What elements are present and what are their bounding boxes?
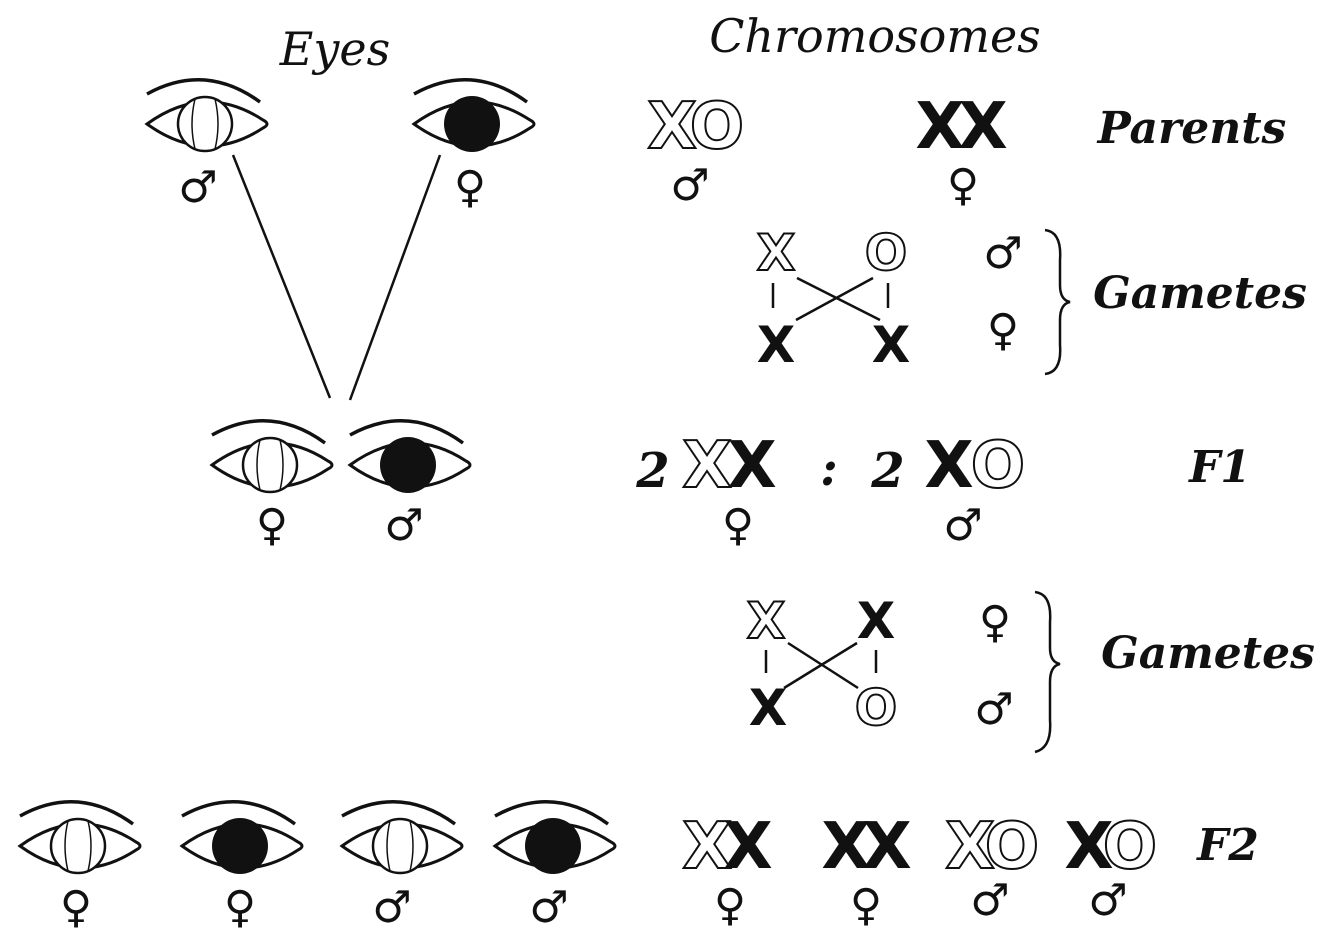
f2-2-chrom-x-red-1: X: [821, 810, 870, 884]
f2-4-chrom-o: O: [1103, 810, 1157, 884]
f1-ratio-separator: :: [820, 441, 838, 497]
f2-eye-female-symbol-1: ♀: [60, 882, 92, 933]
f1-male-chrom-x-red: X: [924, 429, 973, 503]
gamete2-female-x-red: X: [749, 679, 788, 737]
f1-label: F1: [1187, 442, 1251, 493]
f1-female-chrom-x-white: X: [682, 429, 731, 503]
gametes-brace-1: [1044, 228, 1071, 376]
parent-female-red-eye-icon: [412, 78, 536, 154]
f2-4-chrom-x-red: X: [1064, 810, 1113, 884]
f1-eye-female-symbol: ♀: [256, 500, 288, 551]
f2-male-white-eye-icon: [340, 800, 464, 875]
f1-female-count: 2: [635, 443, 669, 499]
gamete2-male-o: O: [855, 679, 898, 737]
f2-female-white-eye-icon: [18, 800, 142, 875]
gamete2-male-x-red: X: [857, 592, 896, 650]
eyes-header: Eyes: [279, 22, 390, 76]
f2-chrom-male-symbol-1: ♂: [970, 875, 1009, 926]
f1-chrom-female-symbol: ♀: [722, 500, 754, 551]
gametes-label-2: Gametes: [1101, 628, 1315, 679]
gamete2-male-symbol: ♂: [974, 684, 1013, 735]
f1-male-count: 2: [870, 443, 904, 499]
parent-female-chrom-x1: X: [915, 90, 964, 164]
f2-eye-male-symbol-2: ♂: [529, 882, 568, 933]
gametes-label-1: Gametes: [1093, 268, 1307, 319]
gamete1-cross-b: [795, 276, 874, 322]
gametes-brace-2: [1034, 590, 1061, 754]
f2-3-chrom-x-white: X: [945, 810, 994, 884]
gamete2-female-symbol: ♀: [979, 597, 1011, 648]
f2-eye-male-symbol-1: ♂: [372, 882, 411, 933]
chromosomes-header: Chromosomes: [709, 9, 1041, 63]
f1-female-chrom-x-red: X: [727, 429, 776, 503]
f2-male-red-eye-icon: [493, 800, 617, 876]
gamete1-male-symbol: ♂: [983, 228, 1022, 279]
f1-female-white-eye-icon: [210, 419, 334, 494]
parent-chrom-male-symbol: ♂: [670, 160, 709, 211]
gamete1-female-x2: X: [872, 316, 911, 374]
gamete1-female-symbol: ♀: [987, 305, 1019, 356]
gamete2-cross-b: [783, 641, 858, 690]
parents-label: Parents: [1096, 103, 1287, 154]
gamete1-male-x: X: [757, 224, 796, 282]
parent-female-chrom-x2: X: [958, 90, 1007, 164]
inheritance-line-female: [348, 154, 442, 401]
f2-1-chrom-x-white: X: [682, 810, 731, 884]
f2-1-chrom-x-red: X: [723, 810, 772, 884]
f1-chrom-male-symbol: ♂: [943, 500, 982, 551]
f1-male-red-eye-icon: [348, 419, 472, 495]
gamete1-cross-a: [796, 276, 881, 322]
parent-male-chrom-o: O: [690, 90, 744, 164]
gamete1-female-x1: X: [757, 316, 796, 374]
f2-2-chrom-x-red-2: X: [862, 810, 911, 884]
f2-eye-female-symbol-2: ♀: [224, 882, 256, 933]
gamete2-cross-a: [787, 641, 859, 690]
f2-chrom-female-symbol-1: ♀: [714, 880, 746, 931]
f2-label: F2: [1195, 820, 1259, 871]
gamete1-male-o: O: [865, 224, 908, 282]
f2-female-red-eye-icon: [180, 800, 304, 876]
f2-3-chrom-o: O: [985, 810, 1039, 884]
parent-eye-female-symbol: ♀: [454, 162, 486, 213]
parent-male-white-eye-icon: [145, 78, 269, 153]
f2-chrom-male-symbol-2: ♂: [1088, 875, 1127, 926]
parent-chrom-female-symbol: ♀: [947, 160, 979, 211]
f1-male-chrom-o: O: [971, 429, 1025, 503]
inheritance-line-male: [231, 154, 332, 399]
f2-chrom-female-symbol-2: ♀: [850, 880, 882, 931]
parent-eye-male-symbol: ♂: [178, 162, 217, 213]
gamete2-female-x-white: X: [747, 592, 786, 650]
parent-male-chrom-x: X: [647, 90, 696, 164]
f1-eye-male-symbol: ♂: [384, 500, 423, 551]
